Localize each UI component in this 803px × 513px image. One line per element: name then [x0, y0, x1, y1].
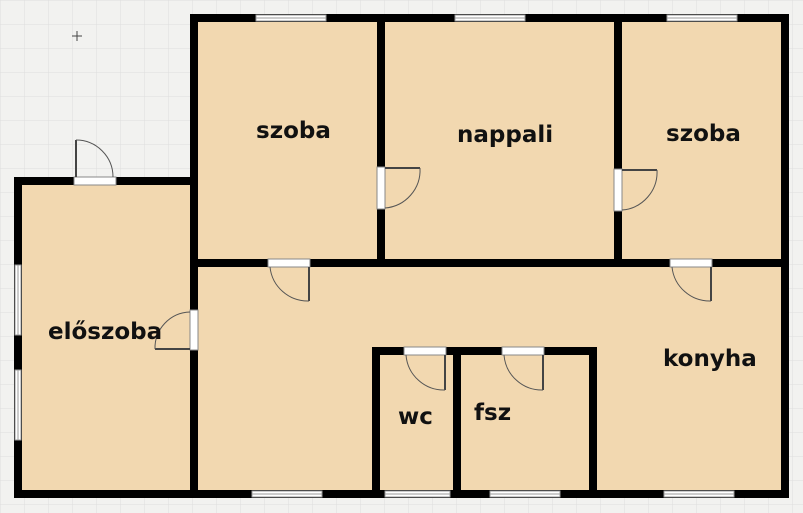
crosshair-icon: [72, 31, 82, 41]
window-icon: [384, 490, 451, 498]
room-label-nappali: nappali: [457, 122, 553, 148]
window-icon: [255, 14, 327, 22]
door-icon: [73, 139, 117, 186]
window-icon: [663, 490, 735, 498]
window-icon: [666, 14, 738, 22]
window-icon: [454, 14, 526, 22]
floor-area: [14, 14, 788, 498]
door-icon: [669, 258, 713, 302]
room-label-fsz: fsz: [474, 400, 511, 426]
room-label-wc: wc: [398, 404, 433, 430]
door-icon: [154, 309, 199, 351]
window-icon: [14, 264, 22, 336]
room-label-szoba-left: szoba: [256, 118, 331, 144]
window-icon: [251, 490, 323, 498]
windows: [14, 14, 738, 498]
door-icon: [501, 346, 545, 391]
door-icon: [267, 258, 311, 302]
door-icon: [403, 346, 447, 391]
room-label-konyha: konyha: [663, 346, 757, 372]
room-label-szoba-right: szoba: [666, 121, 741, 147]
door-icon: [613, 168, 658, 212]
room-label-eloszoba: előszoba: [48, 319, 162, 345]
window-icon: [14, 369, 22, 441]
doors: [73, 139, 713, 391]
door-icon: [376, 166, 421, 210]
window-icon: [489, 490, 561, 498]
